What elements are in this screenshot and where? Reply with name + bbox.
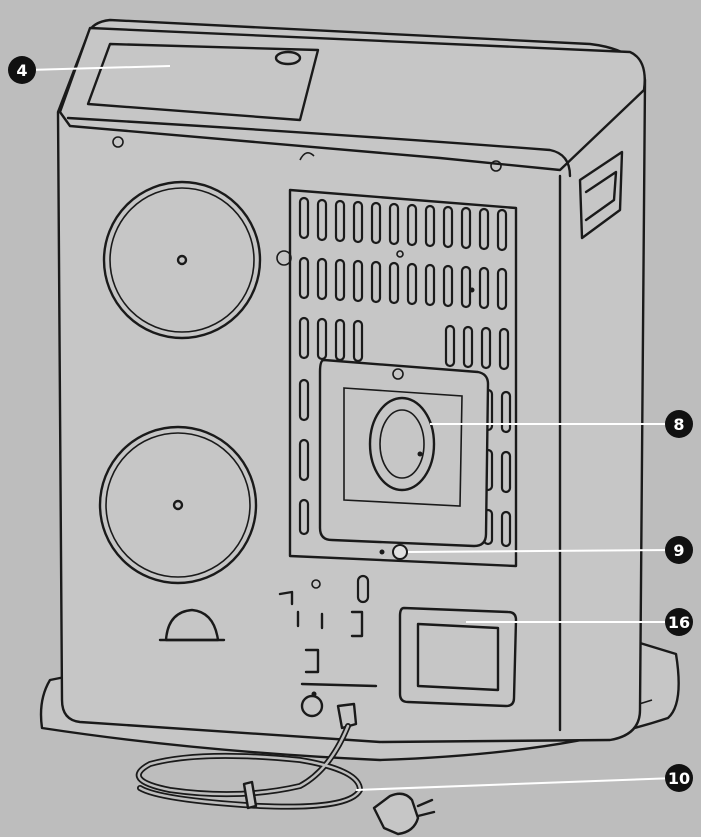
cord-strain-relief (336, 702, 358, 730)
power-cord-core (137, 724, 362, 808)
top-lid-edge (66, 116, 572, 178)
callout-10-label: 10 (668, 769, 690, 788)
lower-round-cover-center (172, 499, 184, 511)
top-cover-cap (274, 50, 302, 66)
access-cover-oval-inner (379, 409, 425, 479)
top-notch (299, 152, 315, 161)
side-handle-grip (584, 170, 618, 222)
access-cover-rivet (417, 451, 423, 457)
cord-rivet (311, 691, 317, 697)
grille-rivet (469, 287, 475, 293)
access-cover-inner (343, 387, 463, 507)
upper-round-cover-center (176, 254, 188, 266)
vent-grille-frame (288, 188, 518, 568)
leader-line-9 (407, 549, 677, 553)
callout-4: 4 (8, 56, 36, 84)
carry-hook (164, 608, 220, 642)
callout-10: 10 (665, 764, 693, 792)
grille-screw (276, 250, 292, 266)
screw-hole (490, 160, 502, 172)
callout-8-label: 8 (673, 415, 684, 434)
top-cover (86, 42, 320, 122)
lower-round-cover-ring (105, 432, 251, 578)
plug-pins (416, 798, 436, 818)
callout-9-label: 9 (673, 541, 684, 560)
leader-line-4 (27, 65, 171, 71)
power-plug (372, 792, 420, 836)
screw-hole (112, 136, 124, 148)
callout-4-label: 4 (16, 61, 27, 80)
release-knob (392, 544, 408, 560)
access-cover-top-hole (392, 368, 404, 380)
release-knob-rivet (379, 549, 385, 555)
upper-round-cover-ring (109, 187, 255, 333)
leader-line-10 (355, 777, 677, 791)
callout-8: 8 (665, 410, 693, 438)
socket-opening (416, 622, 500, 692)
lower-brackets (278, 574, 378, 688)
vent-slots-upper (298, 196, 510, 371)
grille-screw (396, 250, 404, 258)
callout-9: 9 (665, 536, 693, 564)
callout-16-label: 16 (668, 613, 690, 632)
callout-16: 16 (665, 608, 693, 636)
cord-tie (242, 780, 258, 810)
cord-grommet (300, 694, 324, 718)
